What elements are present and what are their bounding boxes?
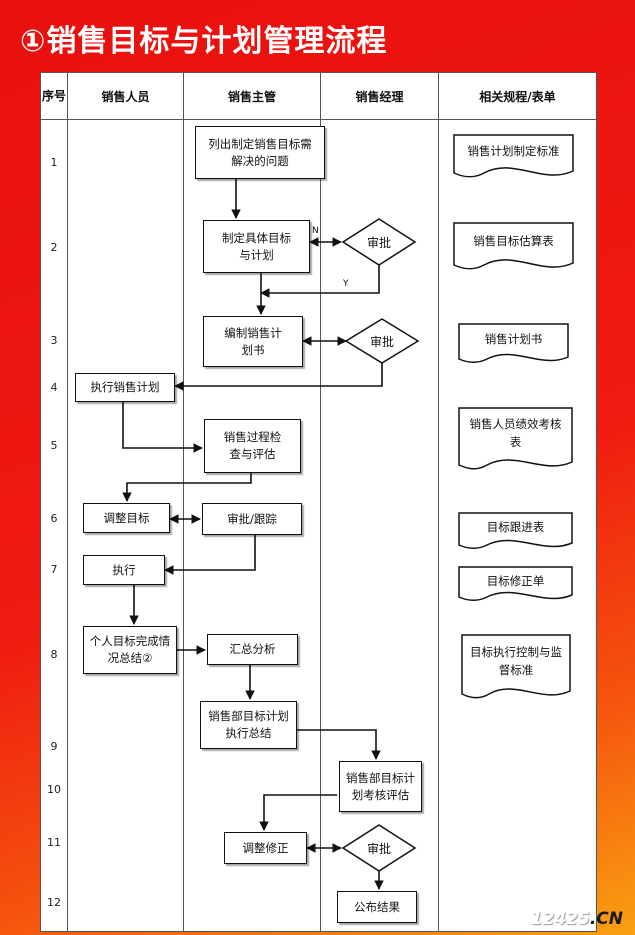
doc-label-5: 目标跟进表 — [486, 520, 545, 534]
doc-label-6: 目标修正单 — [486, 574, 545, 588]
step-personal-summary: 个人目标完成情况总结② — [83, 626, 177, 674]
row-number: 5 — [50, 439, 58, 452]
column-divider — [183, 73, 184, 931]
flow-label-y: Y — [343, 279, 349, 289]
flow-label-n: N — [312, 226, 319, 236]
row-number: 4 — [50, 381, 58, 394]
doc-shape-1 — [453, 134, 574, 178]
row-number: 1 — [50, 156, 58, 169]
decision-label-2: 审批 — [369, 334, 394, 349]
column-divider — [67, 73, 68, 931]
doc-shape-4 — [458, 407, 573, 470]
flow-arrow — [260, 263, 380, 298]
watermark-suffix: .CN — [589, 909, 623, 929]
flow-arrow — [164, 535, 256, 575]
header-sales-manager: 销售经理 — [321, 73, 438, 120]
decision-diamond-1 — [341, 218, 417, 266]
row-number: 3 — [50, 334, 58, 347]
header-docs: 相关规程/表单 — [439, 73, 596, 120]
step-adjust-fix: 调整修正 — [224, 832, 307, 864]
column-divider — [438, 73, 439, 931]
header-sales-supervisor: 销售主管 — [184, 73, 320, 120]
header-sales-staff: 销售人员 — [68, 73, 183, 120]
doc-shape-3 — [458, 323, 569, 364]
step-check-eval: 销售过程检查与评估 — [204, 419, 301, 473]
row-number: 12 — [47, 896, 61, 909]
step-dept-eval: 销售部目标计划考核评估 — [339, 761, 422, 812]
doc-label-4: 销售人员绩效考核表 — [469, 417, 562, 449]
flow-arrow — [122, 473, 252, 502]
doc-label-7: 目标执行控制与监督标准 — [470, 645, 562, 677]
step-execute: 执行 — [83, 555, 165, 585]
row-number: 8 — [50, 648, 58, 661]
watermark-digits: 12425 — [530, 909, 590, 929]
doc-shape-6 — [458, 566, 573, 602]
doc-shape-5 — [458, 512, 573, 550]
decision-diamond-3 — [341, 824, 417, 872]
row-number: 6 — [50, 512, 58, 525]
row-number: 10 — [47, 783, 61, 796]
step-set-goals: 制定具体目标与计划 — [203, 220, 310, 273]
column-divider — [320, 73, 321, 931]
doc-label-1: 销售计划制定标准 — [467, 144, 560, 158]
step-adjust-goal: 调整目标 — [83, 503, 170, 533]
page-title: ①销售目标与计划管理流程 — [20, 24, 388, 59]
step-approve-track: 审批/跟踪 — [202, 503, 302, 535]
step-publish: 公布结果 — [337, 891, 417, 923]
step-execute-plan: 执行销售计划 — [75, 373, 175, 402]
watermark: 12425.CN — [531, 909, 623, 929]
header-seq: 序号 — [41, 73, 67, 120]
doc-label-3: 销售计划书 — [484, 332, 543, 346]
flow-arrow — [294, 729, 381, 760]
step-dept-summary: 销售部目标计划执行总结 — [200, 701, 297, 749]
flow-diagram — [122, 134, 574, 890]
decision-diamond-2 — [344, 318, 420, 364]
doc-shape-2 — [453, 222, 574, 270]
decision-label-1: 审批 — [366, 235, 391, 250]
row-number: 2 — [50, 241, 58, 254]
step-summary-analysis: 汇总分析 — [207, 634, 298, 665]
flowchart-sheet: 序号 销售人员 销售主管 销售经理 相关规程/表单 1 2 3 4 5 6 7 … — [40, 72, 597, 932]
flow-arrow — [174, 361, 383, 391]
flow-arrow — [259, 794, 337, 831]
doc-label-2: 销售目标估算表 — [473, 234, 554, 248]
row-number: 7 — [50, 563, 58, 576]
row-number: 9 — [50, 740, 58, 753]
step-list-problems: 列出制定销售目标需解决的问题 — [195, 126, 325, 179]
flow-arrow — [122, 402, 203, 453]
step-write-plan: 编制销售计划书 — [203, 316, 303, 367]
doc-shape-7 — [461, 634, 571, 699]
row-number: 11 — [47, 836, 61, 849]
decision-label-3: 审批 — [366, 841, 391, 856]
